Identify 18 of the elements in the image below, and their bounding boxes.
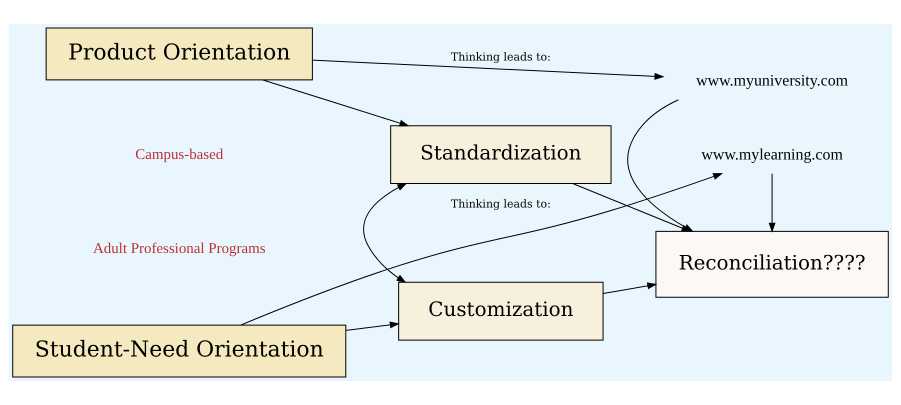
arrow (240, 173, 724, 326)
node-box: Standardization (390, 125, 612, 184)
node-text: www.myuniversity.com (696, 72, 848, 90)
edge-label: Thinking leads to: (450, 197, 551, 210)
label: Adult Professional Programs (92, 240, 266, 257)
node-box: Customization (398, 282, 604, 341)
arrow (312, 60, 664, 80)
arrow (346, 321, 400, 331)
node-box: Reconciliation???? (655, 230, 889, 298)
arrow (602, 282, 658, 294)
edge-label: Thinking leads to: (450, 50, 551, 64)
node-text: www.mylearning.com (701, 146, 843, 164)
arrow (768, 173, 776, 233)
node-box: Product Orientation (46, 28, 313, 80)
arrow (262, 79, 410, 126)
arrow (363, 183, 408, 284)
label: Campus-based (135, 147, 224, 164)
node-box: Student-Need Orientation (12, 324, 346, 378)
